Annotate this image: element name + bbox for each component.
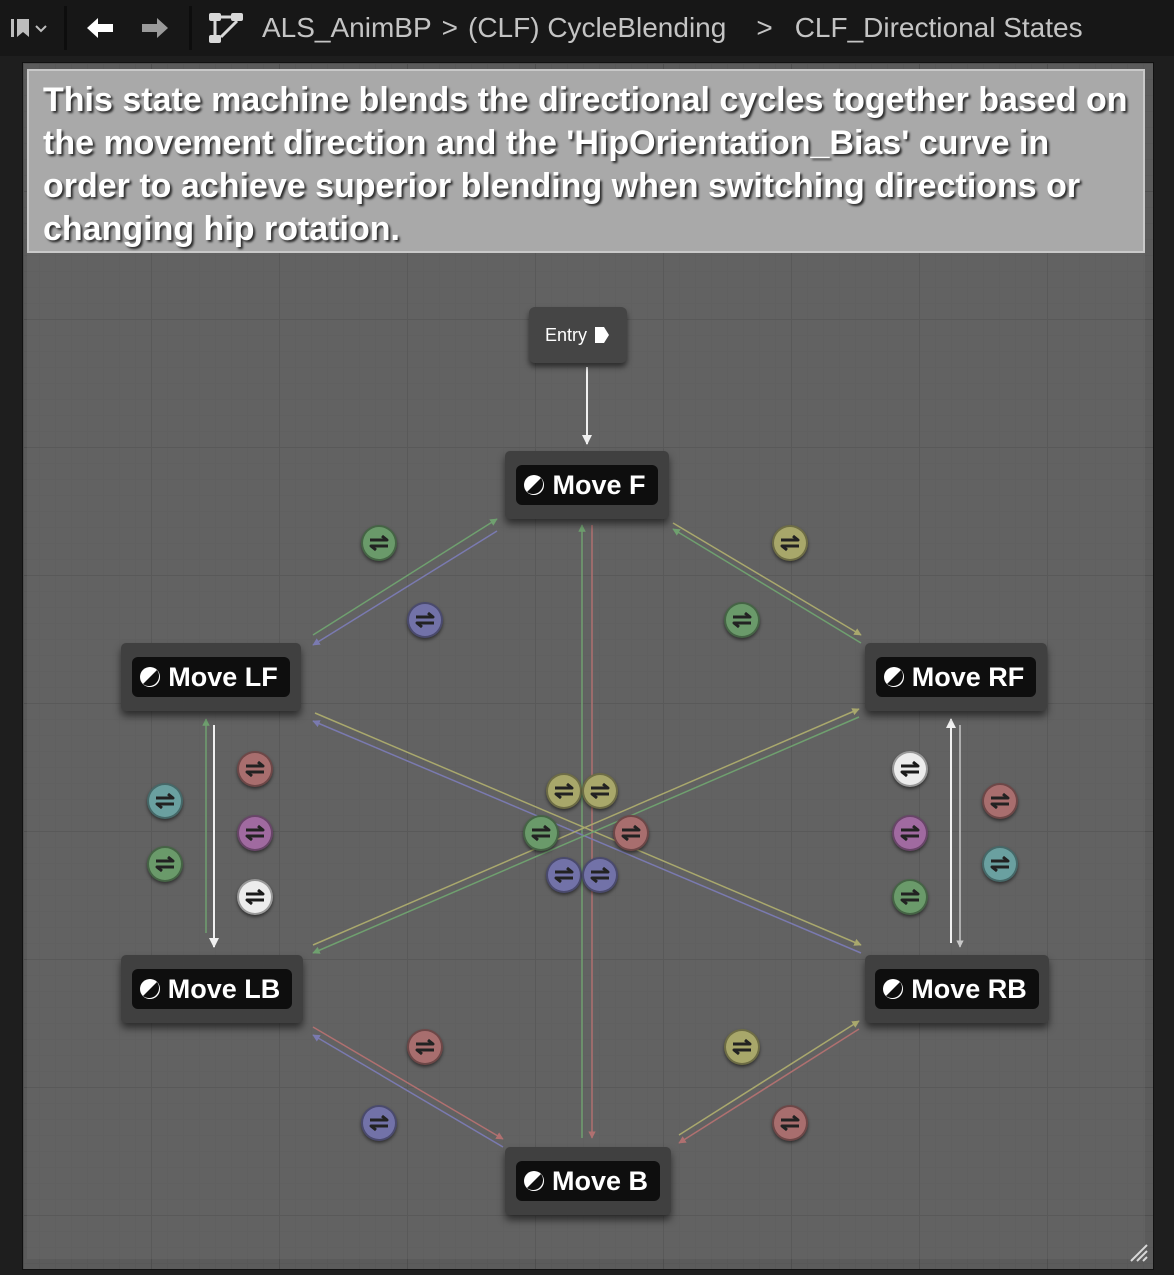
transition-rule-icon[interactable] bbox=[546, 773, 582, 809]
transition-rule-icon[interactable] bbox=[237, 751, 273, 787]
transition-rule-icon[interactable] bbox=[407, 1029, 443, 1065]
state-label: Move F bbox=[552, 469, 646, 500]
state-title: Move LF bbox=[132, 657, 290, 697]
back-arrow-icon bbox=[87, 18, 113, 38]
transition-rule-icon[interactable] bbox=[892, 879, 928, 915]
toolbar-separator bbox=[189, 6, 192, 50]
state-title: Move LB bbox=[131, 969, 293, 1009]
bookmark-button[interactable] bbox=[0, 0, 58, 56]
transition-rule-icon[interactable] bbox=[982, 846, 1018, 882]
state-label: Move LB bbox=[167, 973, 281, 1004]
breadcrumb-separator: > bbox=[441, 12, 458, 43]
entry-label: Entry bbox=[544, 324, 587, 345]
back-button[interactable] bbox=[73, 0, 127, 56]
state-move-rf[interactable]: Move RF bbox=[865, 643, 1047, 711]
state-title: Move B bbox=[515, 1161, 661, 1201]
state-label: Move RF bbox=[911, 661, 1025, 692]
transition-rule-icon[interactable] bbox=[237, 879, 273, 915]
breadcrumb-toolbar: ALS_AnimBP > (CLF) CycleBlending > CLF_D… bbox=[0, 0, 1174, 56]
transition-wires bbox=[202, 367, 964, 1148]
graph-type-button[interactable] bbox=[198, 0, 256, 56]
transition-rule-icon[interactable] bbox=[361, 1105, 397, 1141]
state-label: Move LF bbox=[168, 661, 278, 692]
transition-rule-icon[interactable] bbox=[361, 525, 397, 561]
bookmark-icon bbox=[11, 19, 47, 37]
state-machine-icon bbox=[209, 13, 243, 43]
breadcrumb-item-directional-states[interactable]: CLF_Directional States bbox=[794, 12, 1083, 43]
state-icon bbox=[883, 979, 904, 999]
graph-canvas[interactable]: This state machine blends the directiona… bbox=[22, 62, 1154, 1270]
transition-rule-icon[interactable] bbox=[892, 815, 928, 851]
state-icon bbox=[139, 979, 160, 999]
state-move-lb[interactable]: Move LB bbox=[121, 955, 303, 1023]
comment-box-header[interactable]: This state machine blends the directiona… bbox=[27, 69, 1145, 253]
transition-rule-icon[interactable] bbox=[772, 1105, 808, 1141]
transition-rule-icon[interactable] bbox=[582, 773, 618, 809]
state-move-lf[interactable]: Move LF bbox=[121, 643, 301, 711]
state-label: Move B bbox=[551, 1165, 649, 1196]
state-move-rb[interactable]: Move RB bbox=[865, 955, 1049, 1023]
breadcrumb-item-animbp[interactable]: ALS_AnimBP bbox=[262, 12, 432, 43]
transition-rule-icon[interactable] bbox=[147, 783, 183, 819]
state-title: Move RF bbox=[875, 657, 1037, 697]
state-icon bbox=[523, 1171, 544, 1191]
resize-grip-icon[interactable] bbox=[1127, 1241, 1149, 1263]
transition-rule-icon[interactable] bbox=[724, 1029, 760, 1065]
transition-rule-icon[interactable] bbox=[582, 857, 618, 893]
breadcrumb-separator: > bbox=[756, 12, 773, 43]
transition-rule-icon[interactable] bbox=[237, 815, 273, 851]
state-label: Move RB bbox=[911, 973, 1027, 1004]
entry-pin-icon bbox=[595, 327, 609, 343]
state-title: Move F bbox=[516, 465, 658, 505]
state-title: Move RB bbox=[875, 969, 1039, 1009]
state-move-f[interactable]: Move F bbox=[505, 451, 669, 519]
toolbar-separator bbox=[64, 6, 67, 50]
transition-rule-icon[interactable] bbox=[724, 602, 760, 638]
transition-rule-icon[interactable] bbox=[613, 815, 649, 851]
breadcrumb-item-cycleblending[interactable]: (CLF) CycleBlending bbox=[468, 12, 727, 43]
transition-rule-icon[interactable] bbox=[523, 815, 559, 851]
entry-node[interactable]: Entry bbox=[529, 307, 627, 363]
state-icon bbox=[140, 667, 161, 687]
transition-rule-icon[interactable] bbox=[407, 602, 443, 638]
state-move-b[interactable]: Move B bbox=[505, 1147, 671, 1215]
transition-rule-icon[interactable] bbox=[982, 783, 1018, 819]
forward-button[interactable] bbox=[127, 0, 183, 56]
transition-rule-icon[interactable] bbox=[147, 846, 183, 882]
state-icon bbox=[883, 667, 904, 687]
transition-rule-icon[interactable] bbox=[546, 857, 582, 893]
transition-rule-icon[interactable] bbox=[892, 751, 928, 787]
state-icon bbox=[524, 475, 545, 495]
forward-arrow-icon bbox=[142, 18, 168, 38]
transition-rule-icon[interactable] bbox=[772, 525, 808, 561]
